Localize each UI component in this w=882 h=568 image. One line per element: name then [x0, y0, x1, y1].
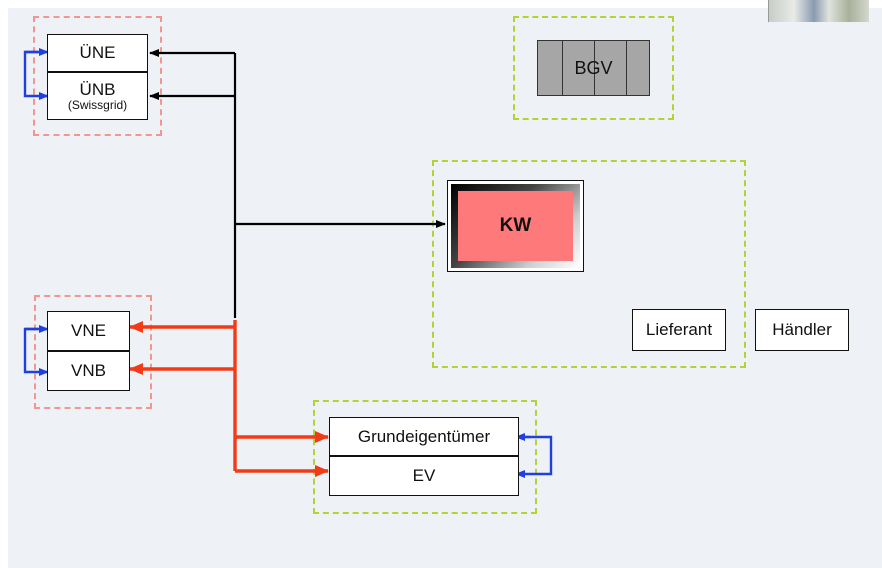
node-haendler-label: Händler [772, 320, 832, 340]
red-connections [129, 320, 329, 477]
node-kw-fill: KW [458, 191, 573, 261]
node-bgv: BGV [537, 40, 650, 96]
node-haendler: Händler [755, 309, 849, 351]
corner-image-fragment [768, 0, 869, 22]
node-unb-sublabel: (Swissgrid) [67, 97, 128, 112]
node-ev-label: EV [412, 466, 436, 486]
node-grundeigentuemer: Grundeigentümer [329, 417, 519, 456]
node-lieferant-label: Lieferant [645, 320, 713, 340]
black-connections [149, 49, 446, 318]
group-transmission [33, 16, 162, 136]
node-lieferant: Lieferant [632, 309, 726, 351]
node-une: ÜNE [47, 34, 148, 72]
group-grundeigentuemer [313, 400, 537, 514]
group-distribution [34, 295, 152, 409]
node-unb: ÜNB (Swissgrid) [47, 72, 148, 120]
node-une-label: ÜNE [79, 43, 116, 63]
node-kw: KW [447, 180, 584, 272]
node-vne-label: VNE [71, 321, 106, 341]
node-kw-frame: KW [451, 184, 580, 268]
node-grundeigentuemer-label: Grundeigentümer [357, 426, 491, 446]
node-ev: EV [329, 456, 519, 496]
node-vnb-label: VNB [71, 361, 106, 381]
node-kw-label: KW [499, 215, 532, 236]
node-unb-label: ÜNB [79, 79, 116, 99]
node-vnb: VNB [47, 351, 130, 391]
group-bgv [513, 16, 674, 120]
blue-loops [23, 48, 553, 478]
group-kw [432, 160, 746, 368]
node-vne: VNE [47, 311, 130, 351]
node-bgv-label: BGV [574, 57, 613, 78]
